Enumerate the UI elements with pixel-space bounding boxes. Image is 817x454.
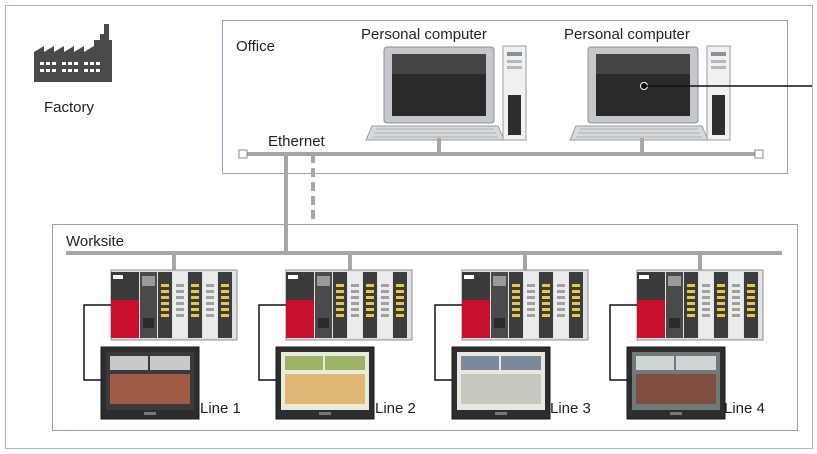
pc-1-label: Personal computer: [361, 26, 487, 43]
office-label: Office: [236, 38, 275, 55]
office-box: [222, 20, 788, 174]
line-1-label: Line 1: [200, 400, 241, 417]
line-3-label: Line 3: [550, 400, 591, 417]
line-4-label: Line 4: [724, 400, 765, 417]
line-2-label: Line 2: [375, 400, 416, 417]
factory-label: Factory: [44, 99, 95, 116]
pc-2-label: Personal computer: [564, 26, 690, 43]
worksite-box: [52, 224, 798, 431]
worksite-label: Worksite: [66, 233, 125, 250]
ethernet-label: Ethernet: [268, 133, 325, 150]
